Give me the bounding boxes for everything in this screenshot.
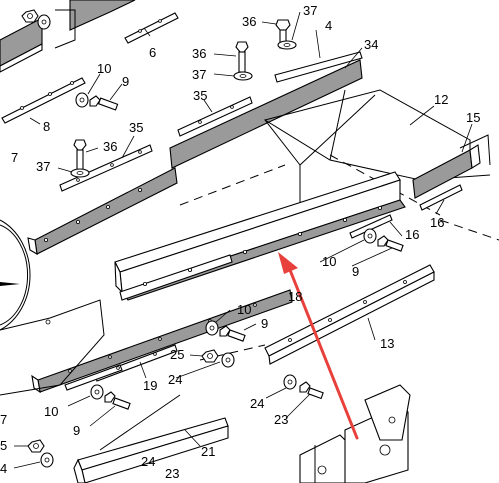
callout-16: 16 bbox=[405, 227, 419, 242]
callout-36: 36 bbox=[192, 46, 206, 61]
callout-18: 18 bbox=[288, 289, 302, 304]
callout-10: 10 bbox=[322, 254, 336, 269]
callout-36: 36 bbox=[103, 139, 117, 154]
callout-16: 16 bbox=[430, 215, 444, 230]
callout-labels: 36 37 4 34 6 36 37 35 10 9 8 7 35 36 37 … bbox=[0, 3, 480, 481]
washer-4-bottom-left bbox=[40, 452, 54, 468]
callout-35: 35 bbox=[129, 120, 143, 135]
callout-15: 15 bbox=[466, 110, 480, 125]
part-6-top-strip bbox=[54, 0, 179, 49]
callout-13: 13 bbox=[380, 336, 394, 351]
callout-23: 23 bbox=[274, 412, 288, 427]
part-13-lower-rail bbox=[199, 264, 435, 365]
callout-8: 8 bbox=[43, 119, 50, 134]
bolt-36-left bbox=[73, 139, 87, 173]
callout-24: 24 bbox=[250, 396, 264, 411]
bolt-36-mid bbox=[235, 41, 249, 73]
callout-24: 24 bbox=[168, 372, 182, 387]
callout-7: 7 bbox=[0, 412, 7, 427]
callout-37: 37 bbox=[303, 3, 317, 18]
callout-34: 34 bbox=[364, 37, 378, 52]
part-35-upper-strip bbox=[177, 96, 253, 137]
part-19-strip bbox=[64, 344, 178, 391]
callout-37: 37 bbox=[36, 159, 50, 174]
nut-5-bottom-left bbox=[27, 439, 45, 453]
part-35-lower-strip bbox=[59, 144, 153, 192]
washer-10-center bbox=[205, 320, 246, 342]
callout-10: 10 bbox=[44, 404, 58, 419]
leader-lines bbox=[13, 11, 473, 469]
callout-9: 9 bbox=[73, 423, 80, 438]
callout-23: 23 bbox=[165, 466, 179, 481]
callout-25: 25 bbox=[170, 347, 184, 362]
callout-12: 12 bbox=[434, 92, 448, 107]
nut-25-center bbox=[201, 349, 219, 363]
callout-9: 9 bbox=[261, 316, 268, 331]
red-indicator-arrow bbox=[278, 252, 359, 440]
washer-24-center bbox=[221, 352, 235, 368]
callout-10: 10 bbox=[97, 61, 111, 76]
part-34-long-belt bbox=[27, 51, 363, 256]
washer-24-bolt-23 bbox=[283, 374, 324, 400]
part-15-small-belt bbox=[412, 134, 491, 199]
washer-10-lower-left bbox=[90, 384, 131, 410]
callout-35: 35 bbox=[193, 88, 207, 103]
washer-37-top-right bbox=[277, 40, 297, 50]
callout-5: 5 bbox=[0, 438, 7, 453]
part-18-main-channel bbox=[31, 171, 406, 394]
washer-10-upper-left bbox=[75, 92, 119, 111]
callout-6: 6 bbox=[149, 45, 156, 60]
nut-top-left bbox=[21, 9, 51, 30]
callout-9: 9 bbox=[122, 74, 129, 89]
callout-37: 37 bbox=[192, 67, 206, 82]
part-21-lower-channel bbox=[73, 394, 229, 483]
callout-24: 24 bbox=[141, 454, 155, 469]
washer-37-mid bbox=[233, 71, 253, 81]
bracket-bottom-right bbox=[299, 384, 411, 483]
part-8-belt-plate bbox=[0, 17, 86, 124]
callout-9: 9 bbox=[352, 264, 359, 279]
washer-37-left bbox=[70, 168, 90, 178]
callout-4: 4 bbox=[325, 18, 332, 33]
callout-10: 10 bbox=[237, 302, 251, 317]
callout-7: 7 bbox=[11, 150, 18, 165]
callout-4: 4 bbox=[0, 461, 7, 476]
part-16-clip bbox=[349, 184, 463, 239]
pulley-left bbox=[0, 219, 105, 396]
callout-19: 19 bbox=[143, 378, 157, 393]
washer-10-right bbox=[363, 228, 404, 252]
callout-36: 36 bbox=[242, 14, 256, 29]
callout-21: 21 bbox=[201, 444, 215, 459]
